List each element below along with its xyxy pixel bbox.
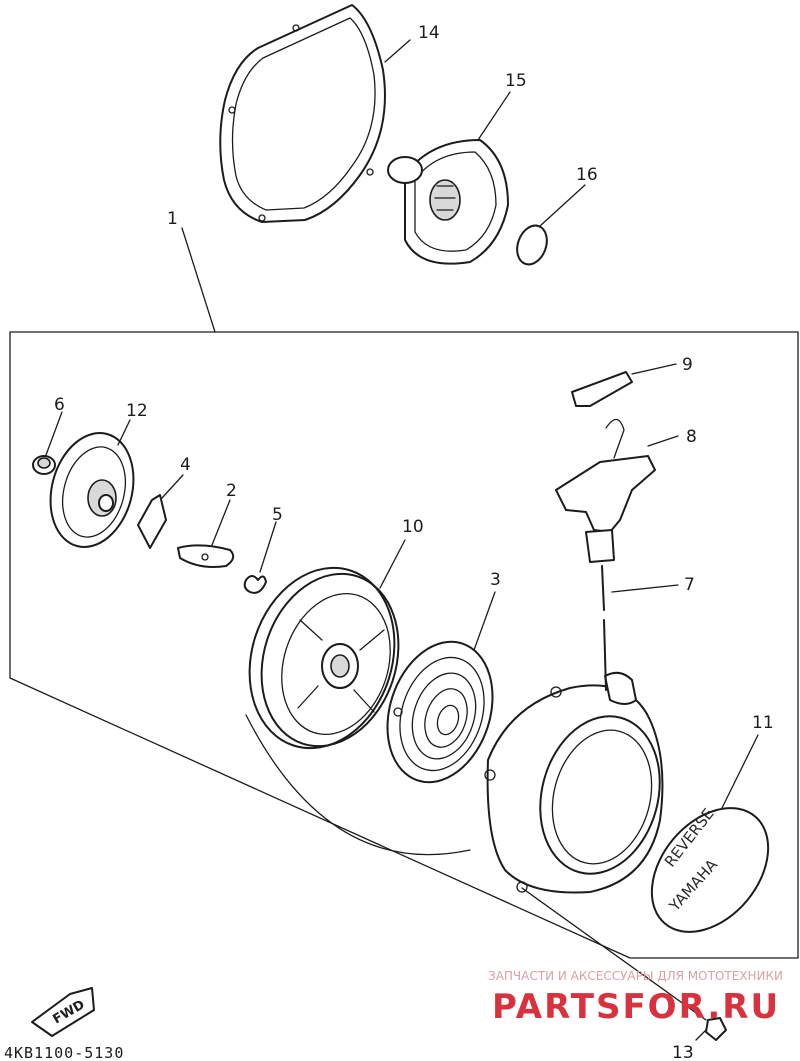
callout-2: 2	[226, 481, 237, 501]
callout-10: 10	[402, 517, 424, 537]
part-number-code: 4KB1100-5130	[4, 1044, 124, 1061]
callout-6: 6	[54, 395, 65, 415]
gasket-14	[219, 4, 411, 223]
nut-6	[32, 411, 63, 475]
drive-pulley-15	[387, 91, 511, 265]
callout-14: 14	[418, 23, 440, 43]
spring-clip-4	[137, 474, 184, 549]
emblem-11: REVERSE YAMAHA	[650, 734, 770, 933]
watermark-brand: PARTSFOR.RU	[492, 987, 780, 1027]
rope-7	[601, 565, 679, 691]
callout-7: 7	[684, 575, 695, 595]
o-ring-16	[516, 184, 586, 266]
callout-11: 11	[752, 713, 774, 733]
callout-5: 5	[272, 505, 283, 525]
small-spring-5	[243, 521, 277, 594]
handle-cap-9	[571, 363, 677, 407]
callout-3: 3	[490, 570, 501, 590]
pawl-2	[177, 499, 235, 568]
callout-16: 16	[576, 165, 598, 185]
callout-9: 9	[682, 355, 693, 375]
recoil-case	[484, 671, 664, 894]
callout-13: 13	[672, 1043, 694, 1061]
handle-8	[555, 418, 679, 563]
callout-15: 15	[505, 71, 527, 91]
callout-4: 4	[180, 455, 191, 475]
fwd-arrow-icon: FWD	[31, 987, 95, 1037]
callout-8: 8	[686, 427, 697, 447]
reel-10	[245, 539, 471, 856]
bolt-13	[521, 887, 727, 1041]
drive-plate-12	[49, 419, 135, 548]
watermark-tagline: ЗАПЧАСТИ И АКСЕССУАРЫ ДЛЯ МОТОТЕХНИКИ	[488, 969, 783, 983]
assembly-boundary	[9, 331, 799, 959]
recoil-spring-3	[386, 591, 496, 784]
leader-1	[181, 227, 216, 333]
callout-12: 12	[126, 401, 148, 421]
callout-1: 1	[167, 209, 178, 229]
